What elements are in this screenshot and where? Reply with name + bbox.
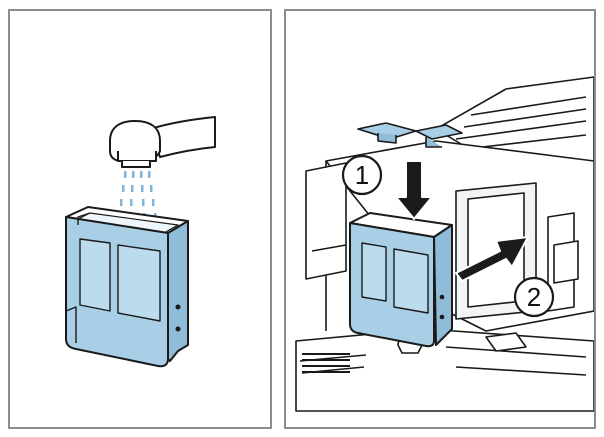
step-1-badge: 1 [341,154,383,196]
step-2-badge: 2 [513,276,555,318]
water-tank-icon [349,212,453,348]
arrow-right-icon [455,236,529,282]
step-2-label: 2 [527,282,541,312]
insert-tank-illustration: 1 2 [295,76,594,412]
faucet-icon [109,116,216,168]
panel-insert-tank: 1 2 [284,9,596,429]
panel-fill-tank [8,9,272,429]
step-1-label: 1 [355,160,369,190]
water-tank-icon [65,206,189,368]
fill-tank-illustration [65,116,216,368]
arrow-down-icon [395,160,433,220]
tank-lid-icon [357,122,463,148]
